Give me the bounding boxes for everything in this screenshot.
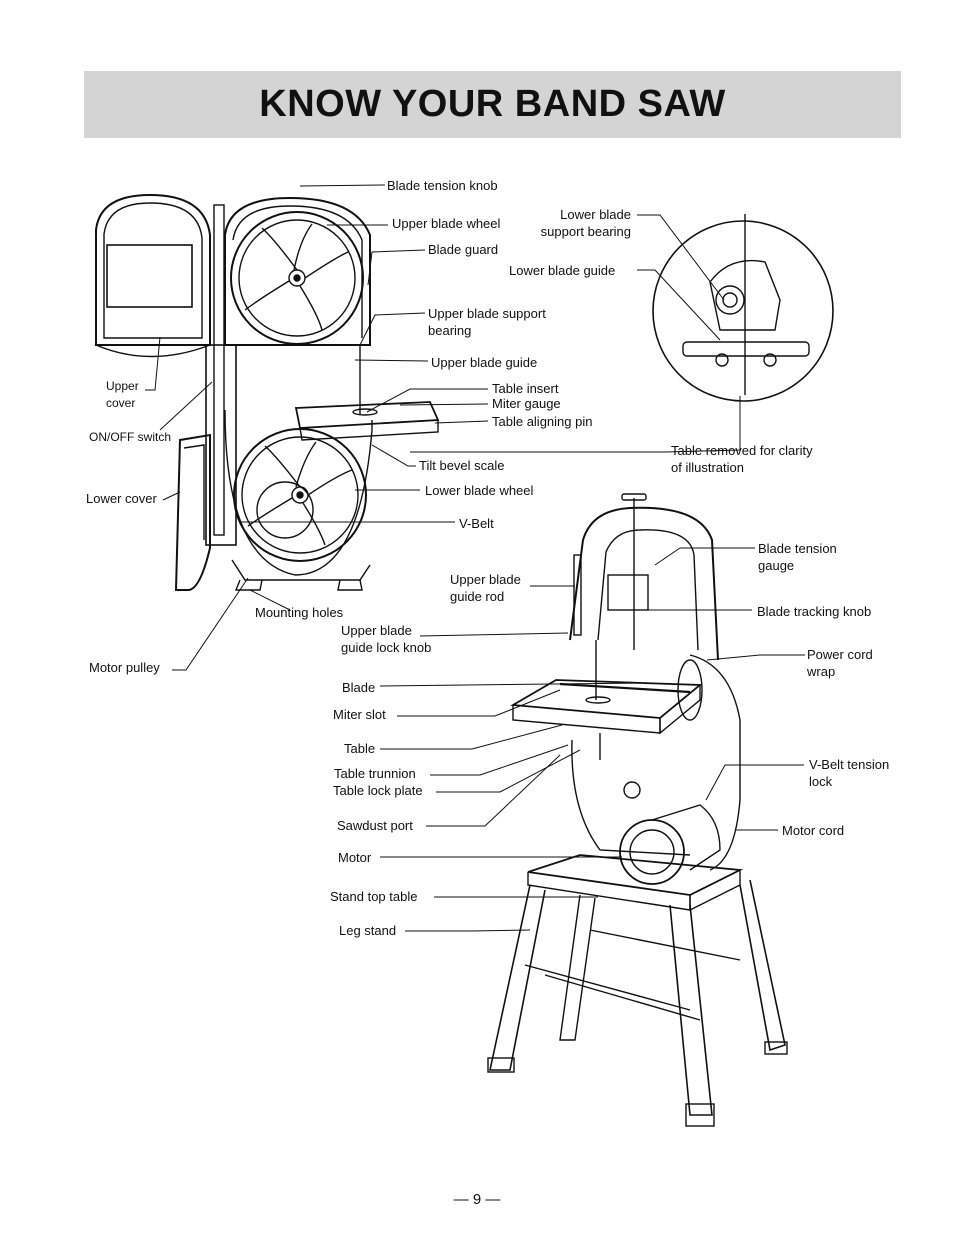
label-upper-blade-guide-lock-knob: Upper blade guide lock knob [341, 623, 432, 655]
label-motor: Motor [338, 850, 372, 865]
label-on-off-switch: ON/OFF switch [89, 430, 172, 444]
frame-drawing [205, 196, 373, 591]
label-table-insert: Table insert [492, 381, 559, 396]
assembled-saw-drawing [487, 493, 788, 1127]
lower-guide-detail-drawing [652, 214, 834, 402]
label-miter-slot: Miter slot [333, 707, 386, 722]
label-table-aligning-pin: Table aligning pin [492, 414, 593, 429]
label-blade: Blade [342, 680, 376, 695]
label-stand-top-table: Stand top table [330, 889, 418, 904]
label-upper-blade-support-bearing: Upper blade support bearing [428, 306, 546, 338]
lower-cover-drawing [174, 433, 211, 591]
label-v-belt: V-Belt [459, 516, 494, 531]
label-blade-tension-knob: Blade tension knob [387, 178, 498, 193]
label-blade-tracking-knob: Blade tracking knob [757, 604, 872, 619]
label-tilt-bevel-scale: Tilt bevel scale [419, 458, 505, 473]
label-sawdust-port: Sawdust port [337, 818, 413, 833]
label-blade-guard: Blade guard [428, 242, 499, 257]
label-v-belt-tension-lock: V-Belt tension lock [809, 757, 890, 789]
label-lower-blade-guide: Lower blade guide [509, 263, 616, 278]
label-table-removed: Table removed for clarity of illustratio… [671, 443, 813, 475]
leader-lines [145, 184, 805, 932]
label-table-lock-plate: Table lock plate [333, 783, 423, 798]
label-miter-gauge: Miter gauge [492, 396, 561, 411]
label-lower-blade-wheel: Lower blade wheel [425, 483, 534, 498]
page-number: — 9 — [453, 1191, 501, 1208]
page-title: KNOW YOUR BAND SAW [259, 83, 726, 125]
label-power-cord-wrap: Power cord wrap [807, 647, 873, 679]
label-blade-tension-gauge: Blade tension gauge [758, 541, 837, 573]
label-upper-blade-guide-rod: Upper blade guide rod [450, 572, 521, 604]
label-motor-pulley: Motor pulley [89, 660, 160, 675]
label-lower-blade-support-bearing: Lower blade support bearing [540, 207, 631, 239]
label-upper-blade-guide: Upper blade guide [431, 355, 538, 370]
label-motor-cord: Motor cord [782, 823, 845, 838]
title-bar: KNOW YOUR BAND SAW [84, 71, 901, 138]
label-lower-cover: Lower cover [86, 491, 157, 506]
label-leg-stand: Leg stand [339, 923, 397, 938]
label-upper-blade-wheel: Upper blade wheel [392, 216, 501, 231]
upper-wheel-drawing [230, 211, 364, 345]
label-upper-cover: Upper cover [106, 379, 139, 410]
label-mounting-holes: Mounting holes [255, 605, 344, 620]
upper-cover-drawing [95, 193, 211, 358]
label-table: Table [344, 741, 376, 756]
table-drawing-open-view [294, 345, 440, 441]
label-table-trunnion: Table trunnion [334, 766, 416, 781]
lower-wheel-drawing [233, 428, 367, 562]
